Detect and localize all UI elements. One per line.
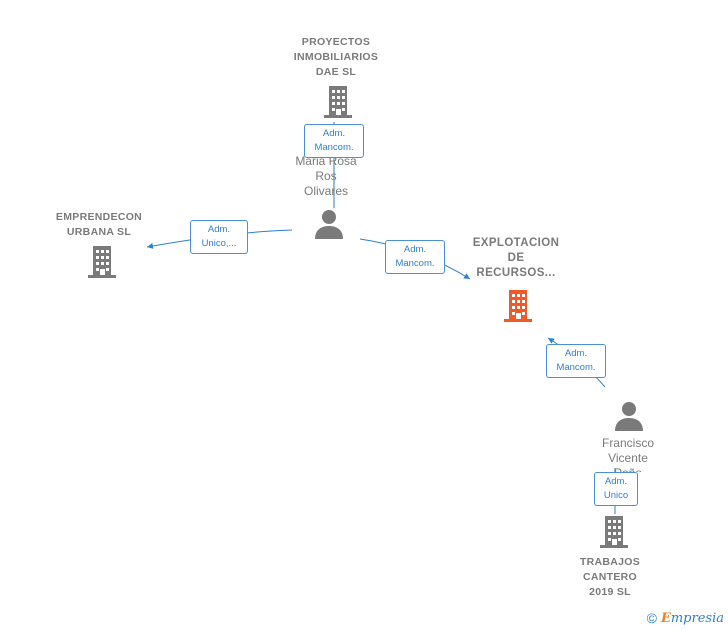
building-icon[interactable] [598,514,630,550]
edge-badge-francisco-trabajos[interactable]: Adm. Unico [594,472,638,506]
node-label-maria-rosa-ros-olivares[interactable]: Maria Rosa Ros Olivares [295,154,357,198]
copyright-icon: © [646,610,657,626]
node-label-francisco-vicente[interactable]: Francisco Vicente Peño [601,436,654,472]
node-label-trabajos-cantero[interactable]: TRABAJOS CANTERO 2019 SL [579,556,641,598]
person-icon[interactable] [614,400,644,432]
edge-badge-maria-proyectos[interactable]: Adm. Mancom. [304,124,364,158]
person-icon[interactable] [314,208,344,240]
building-icon[interactable] [322,84,354,120]
building-icon[interactable] [86,244,118,280]
node-label-emprendecon-urbana[interactable]: EMPRENDECON URBANA SL [55,211,143,238]
edge-badge-maria-explotacion[interactable]: Adm. Mancom. [385,240,445,274]
node-label-explotacion-de-recursos[interactable]: EXPLOTACION DE RECURSOS... [472,237,560,279]
building-icon[interactable] [502,288,534,324]
edge-badge-francisco-explotacion[interactable]: Adm. Mancom. [546,344,606,378]
edge-badge-maria-emprendecon[interactable]: Adm. Unico,... [190,220,248,254]
empresia-logo[interactable]: Empresia [660,610,724,626]
footer-brand: © Empresia [647,610,724,626]
node-label-proyectos-inmobiliarios[interactable]: PROYECTOS INMOBILIARIOS DAE SL [293,36,379,78]
